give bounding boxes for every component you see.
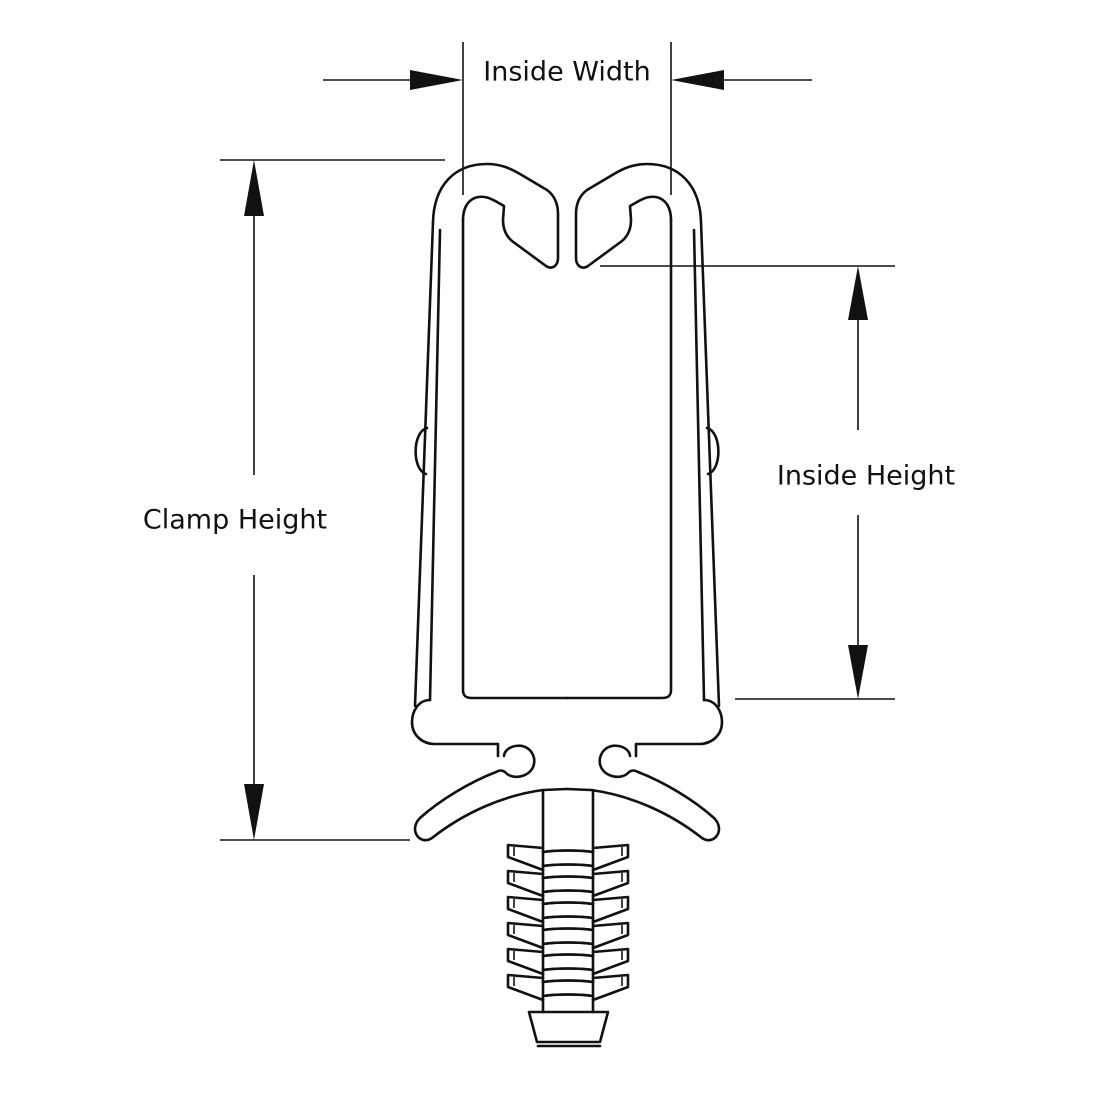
inside-height-label: Inside Height <box>776 460 956 492</box>
clamp-body <box>410 162 724 1048</box>
fastener-fins <box>506 843 630 1002</box>
inside-width-label: Inside Width <box>483 56 651 88</box>
fastener-cap <box>527 1010 610 1048</box>
clamp-height-label: Clamp Height <box>142 504 328 536</box>
inside-height-dimension <box>600 265 895 700</box>
fastener-stem <box>541 788 595 1014</box>
clamp-height-dimension <box>220 159 445 841</box>
inside-width-dimension <box>323 42 812 195</box>
